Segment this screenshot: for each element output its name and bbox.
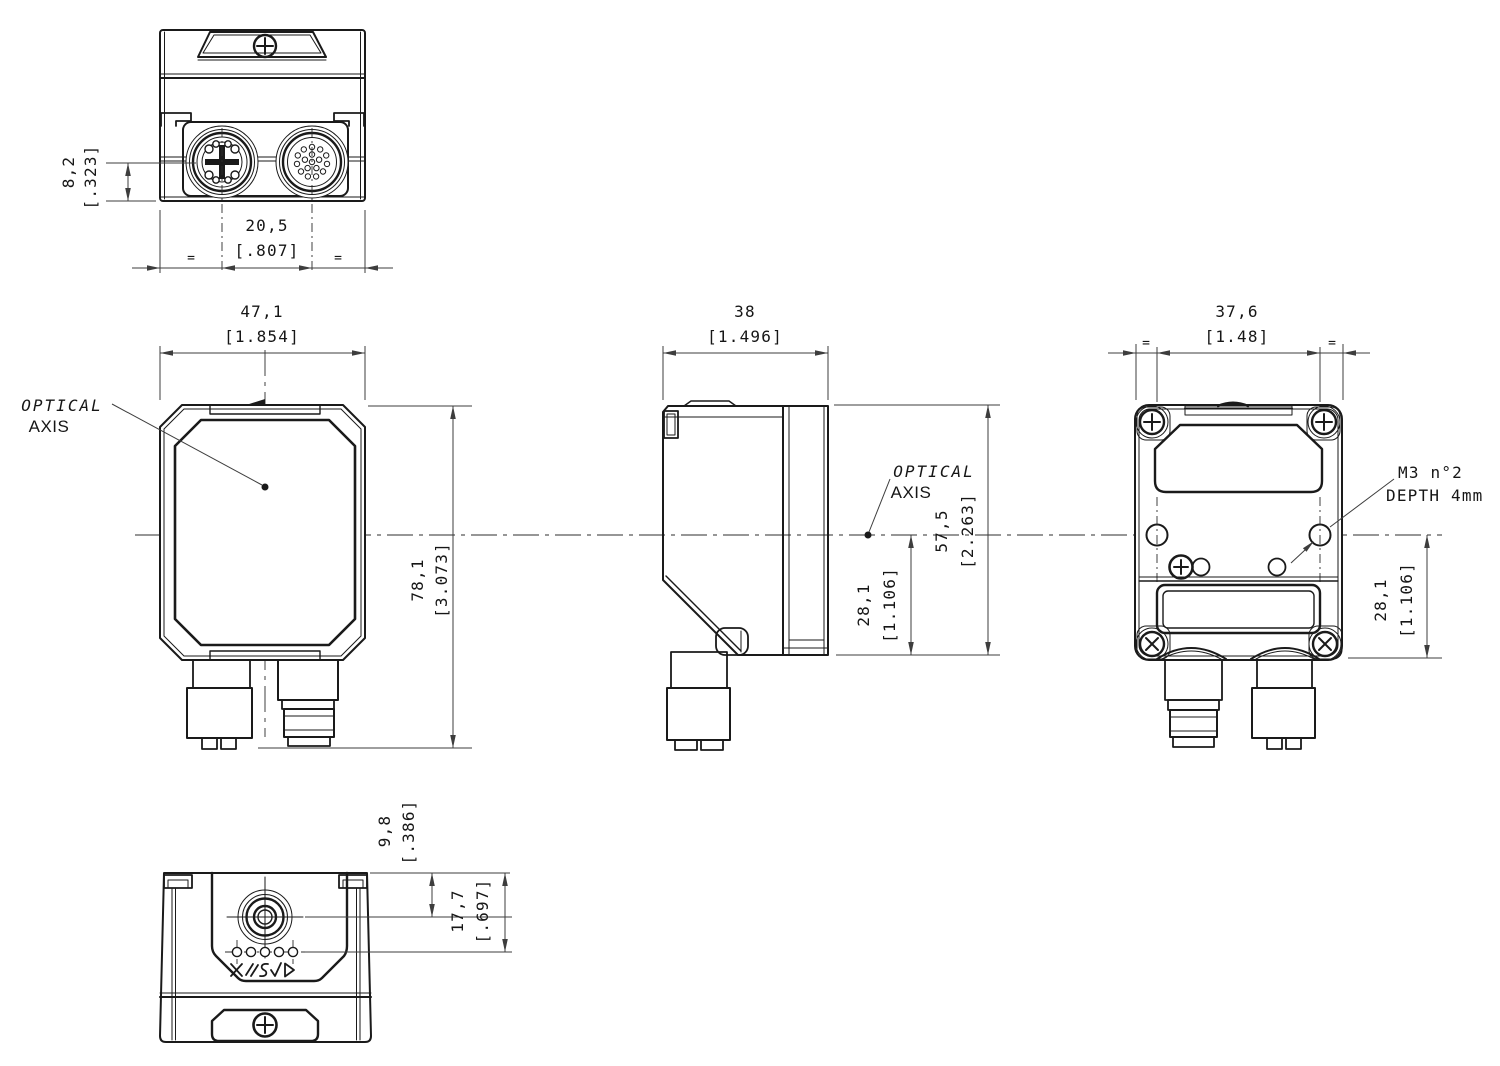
dim-text: 28,1 (1371, 578, 1390, 621)
dim-text: 38 (734, 302, 756, 321)
front-view: OPTICAL AXIS 47,1 [1.854] (21, 302, 472, 750)
led-row (225, 940, 305, 964)
optical-axis-label: AXIS (29, 417, 70, 436)
clip-right (333, 112, 365, 127)
back-connectors (1164, 659, 1316, 750)
dim-text: 28,1 (854, 583, 873, 626)
led-indicator (231, 946, 243, 958)
leader-line (111, 403, 263, 486)
front-body (159, 404, 366, 661)
optical-axis-point (864, 531, 872, 539)
optical-axis-label: OPTICAL (893, 462, 974, 481)
dim-side-total-height: 57,5 [2.263] (834, 404, 1000, 655)
clip-left (160, 112, 192, 127)
phillips-screw-icon (252, 1012, 278, 1038)
dim-front-width: 47,1 [1.854] (159, 302, 366, 400)
dim-text: 8,2 (59, 156, 78, 189)
dim-text: [.697] (473, 879, 492, 944)
dim-text: [.807] (235, 241, 300, 260)
bottom-body (159, 872, 372, 1043)
connector-shoulder (1156, 647, 1227, 660)
reader-panel (210, 871, 349, 983)
dim-text: [1.854] (224, 327, 300, 346)
play-triangle-icon (284, 962, 295, 978)
dim-side-depth: 38 [1.496] (662, 302, 829, 400)
dim-text: [.386] (399, 800, 418, 865)
dim-text: [1.48] (1205, 327, 1270, 346)
dim-text: 9,8 (375, 815, 394, 848)
led-indicator (273, 946, 285, 958)
side-connector (666, 651, 731, 751)
side-body (662, 405, 829, 656)
dim-text: 78,1 (408, 558, 427, 601)
top-view-body (159, 29, 366, 202)
m3-note-text: M3 n°2 (1398, 463, 1463, 482)
dim-side-axis-height: 28,1 [1.106] (836, 535, 1000, 656)
status-icon-row (230, 962, 295, 978)
phillips-screw-icon (252, 33, 278, 59)
clip-profile (663, 410, 679, 439)
dim-front-height: 78,1 [3.073] (258, 405, 472, 749)
dim-text: 47,1 (240, 302, 283, 321)
dim-text: 37,6 (1215, 302, 1258, 321)
dim-text: [.323] (81, 145, 100, 210)
front-window (173, 418, 357, 647)
equal-mark: = (1142, 336, 1150, 351)
led-indicator (259, 946, 271, 958)
side-connector-tab (715, 627, 749, 656)
led-indicator (287, 946, 299, 958)
back-body (1134, 404, 1343, 661)
edit-slashes-icon (245, 963, 259, 977)
s-curve-icon (259, 962, 269, 978)
dim-hole-pitch: = = 37,6 [1.48] (1108, 302, 1370, 402)
dim-text: [1.106] (880, 567, 899, 643)
optical-axis-point (261, 483, 269, 491)
dim-text: [3.073] (432, 542, 451, 618)
dim-back-axis-height: 28,1 [1.106] (1348, 535, 1442, 659)
lens (226, 876, 304, 959)
top-screw-recess (197, 31, 327, 58)
bottom-screw-recess (210, 1008, 320, 1043)
upper-label-recess (1153, 423, 1324, 494)
check-icon (270, 962, 282, 977)
back-view: = = 37,6 [1.48] M3 n°2 DEPTH 4mm 28,1 [1… (1108, 302, 1484, 750)
leader-line (868, 478, 891, 533)
dim-text: [2.263] (958, 493, 977, 569)
dim-lens-offset: 9,8 [.386] (305, 800, 512, 918)
dim-text: [1.496] (707, 327, 783, 346)
lower-label-recess (1155, 583, 1322, 635)
m3-note: M3 n°2 DEPTH 4mm (1290, 463, 1484, 564)
top-screw-profile (683, 400, 737, 407)
dim-led-offset: 17,7 [.697] (305, 873, 512, 953)
dim-text: [1.106] (1397, 562, 1416, 638)
dim-text: 17,7 (448, 889, 467, 932)
top-view: 8,2 [.323] = = 20,5 [.807] (59, 29, 393, 273)
optical-axis-label: AXIS (891, 483, 932, 502)
connector-shoulder (1250, 647, 1320, 660)
front-connectors (186, 659, 339, 750)
dim-connector-pitch: = = 20,5 [.807] (132, 210, 393, 273)
optical-axis-label: OPTICAL (21, 396, 102, 415)
small-hole (1191, 557, 1211, 577)
dim-text: 20,5 (245, 216, 288, 235)
top-latch (1184, 405, 1293, 416)
dim-connector-offset: 8,2 [.323] (59, 145, 196, 210)
equal-mark: = (187, 251, 195, 266)
x-mark-icon (230, 963, 243, 977)
small-hole (1267, 557, 1287, 577)
led-indicator (245, 946, 257, 958)
bottom-view: 9,8 [.386] 17,7 [.697] (159, 800, 512, 1043)
corner-screws (1135, 405, 1343, 661)
side-view: OPTICAL AXIS 38 [1.496] 28,1 [1.106] (662, 302, 1000, 751)
bottom-tab (209, 650, 321, 660)
top-tab (209, 405, 321, 415)
dim-text: 57,5 (932, 509, 951, 552)
equal-mark: = (334, 251, 342, 266)
m3-note-text: DEPTH 4mm (1386, 486, 1484, 505)
equal-mark: = (1328, 336, 1336, 351)
